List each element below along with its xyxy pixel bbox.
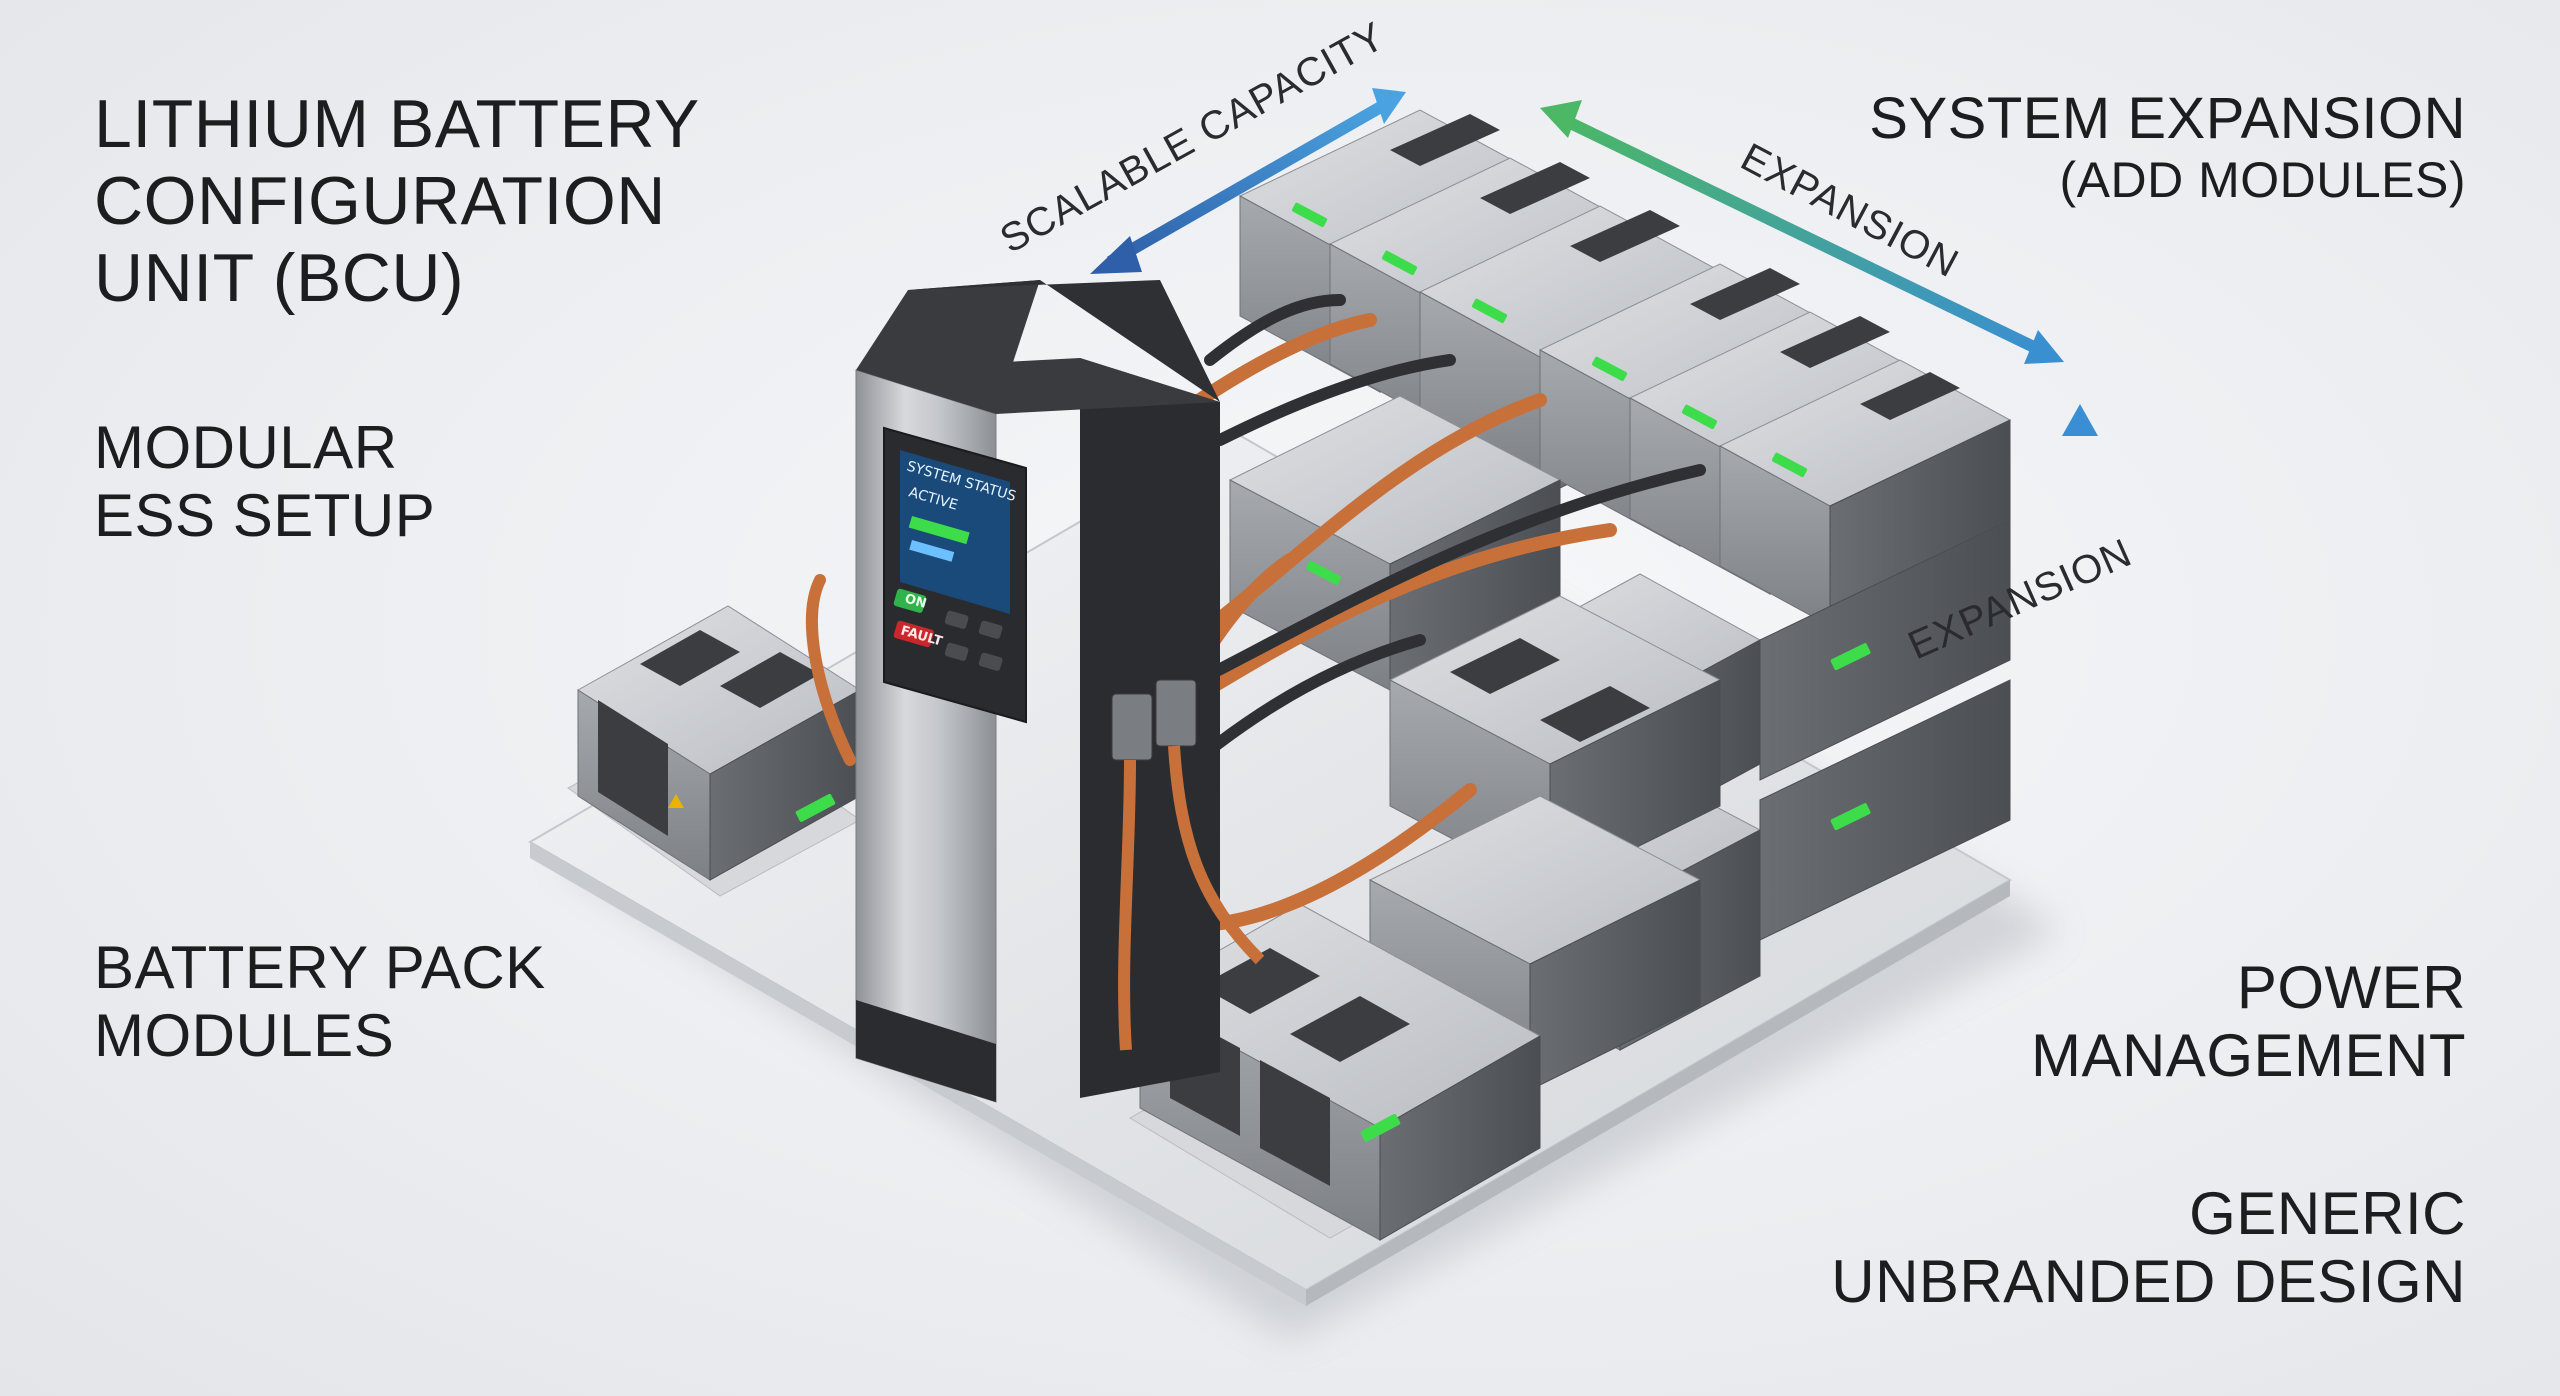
expansion-line-2: (ADD MODULES) <box>2059 151 2466 208</box>
bcu-controller: SYSTEM STATUS ACTIVE ON FAULT <box>855 280 1265 1103</box>
title-line-1: LITHIUM BATTERY <box>94 86 700 162</box>
generic-line-2: UNBRANDED DESIGN <box>1831 1247 2466 1315</box>
battery-line-1: BATTERY PACK <box>94 934 546 1001</box>
battery-line-2: MODULES <box>94 1001 395 1069</box>
status-screen: SYSTEM STATUS ACTIVE <box>900 450 1018 614</box>
title-line-2: CONFIGURATION <box>94 162 666 239</box>
title-label: LITHIUM BATTERY CONFIGURATION UNIT (BCU) <box>94 86 700 316</box>
battery-module-left <box>567 605 861 897</box>
expansion-line-1: SYSTEM EXPANSION <box>1869 86 2466 151</box>
power-line-2: MANAGEMENT <box>2030 1021 2466 1089</box>
power-line-1: POWER <box>2236 954 2466 1021</box>
battery-stack-back <box>1238 109 2012 627</box>
control-keypad[interactable] <box>944 610 1003 672</box>
modular-line-2: ESS SETUP <box>94 481 436 549</box>
on-button-label: ON <box>903 591 928 611</box>
modular-ess-label: MODULAR ESS SETUP <box>94 414 435 550</box>
generic-design-label: GENERIC UNBRANDED DESIGN <box>1831 1180 2466 1316</box>
battery-module <box>1718 359 2012 627</box>
modular-line-1: MODULAR <box>94 414 398 481</box>
generic-line-1: GENERIC <box>2189 1180 2466 1247</box>
system-expansion-label: SYSTEM EXPANSION (ADD MODULES) <box>1869 86 2466 208</box>
title-line-3: UNIT (BCU) <box>94 239 465 316</box>
on-button[interactable]: ON <box>893 588 928 614</box>
battery-pack-label: BATTERY PACK MODULES <box>94 934 546 1070</box>
side-connectors <box>1111 679 1265 1051</box>
power-management-label: POWER MANAGEMENT <box>2031 954 2466 1090</box>
